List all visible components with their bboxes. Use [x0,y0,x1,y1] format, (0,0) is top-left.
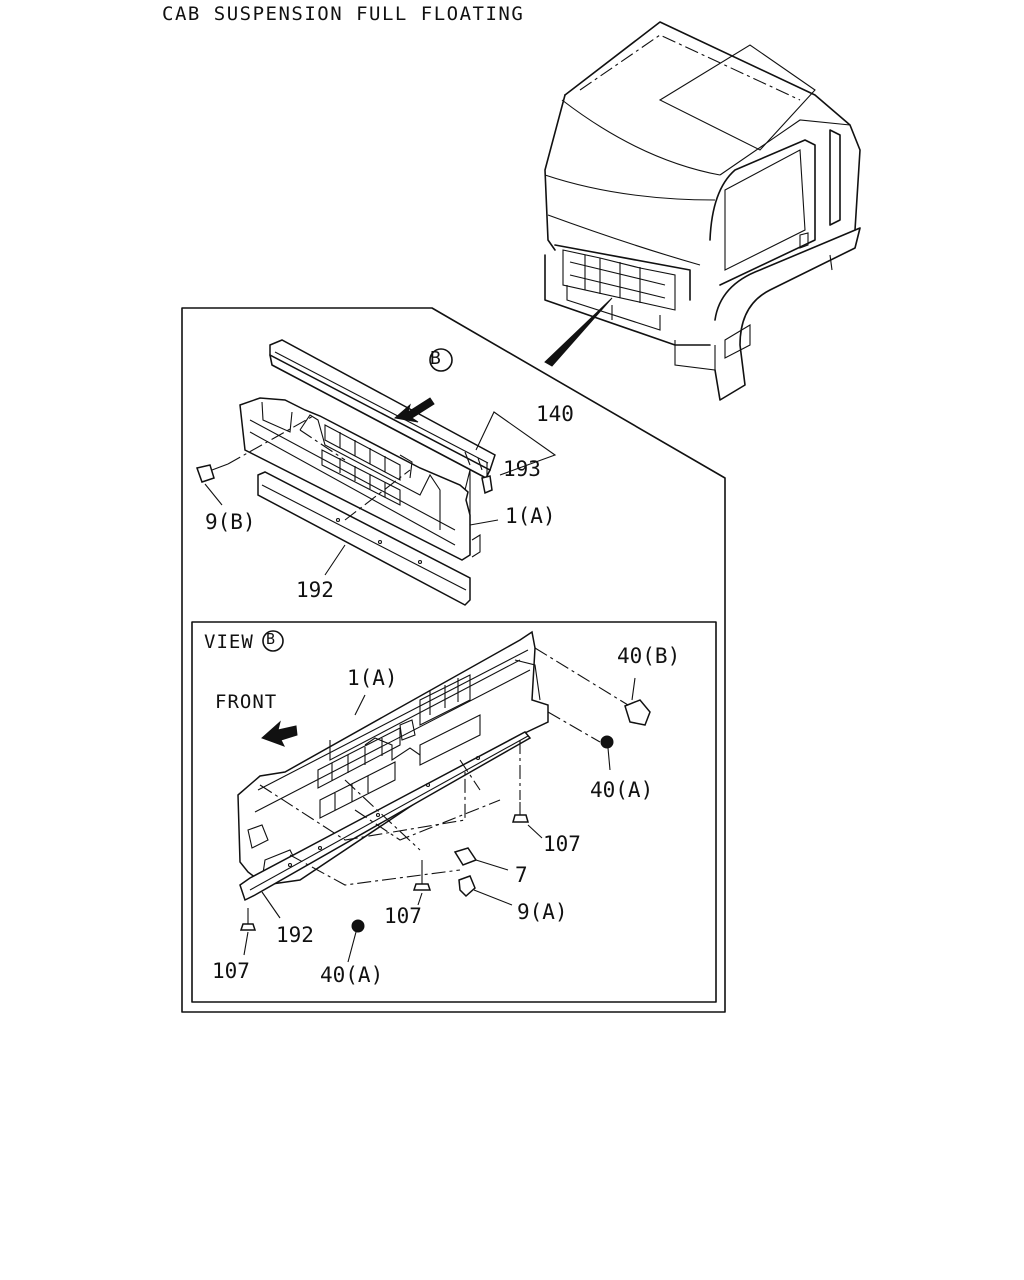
label-view-part-40a-right: 40(A) [590,778,654,802]
part-40a-nut-bottom [351,919,365,933]
label-part-9b: 9(B) [205,510,256,534]
view-label-marker: B [266,630,276,648]
part-107-screw-mid [412,883,432,891]
front-label: FRONT [215,691,278,713]
label-view-part-1a: 1(A) [347,666,398,690]
label-view-part-192: 192 [276,923,314,947]
label-view-part-107-right: 107 [543,832,581,856]
part-107-screw-right [512,814,529,823]
part-40a-nut-right [600,735,614,749]
part-107-screw-left [239,923,257,931]
detail-frame [181,307,726,1013]
label-part-192: 192 [296,578,334,602]
part-9a-screw [458,875,476,898]
upper-grille-assembly [196,339,557,606]
front-arrow-icon [261,720,298,747]
label-view-part-40a-bottom: 40(A) [320,963,384,987]
view-b-assembly [237,630,651,963]
label-part-140: 140 [536,402,574,426]
part-40b-clip [624,699,651,726]
label-view-part-40b: 40(B) [617,644,681,668]
truck-cab-illustration [544,21,861,401]
view-label: VIEW [204,631,254,653]
label-view-part-9a: 9(A) [517,900,568,924]
diagram-title: CAB SUSPENSION FULL FLOATING [162,3,525,25]
label-view-part-107-mid: 107 [384,904,422,928]
view-b-frame [191,621,717,1003]
view-marker-b: B [430,348,441,369]
label-view-part-7: 7 [515,863,528,887]
label-part-193: 193 [503,457,541,481]
label-view-part-107-left: 107 [212,959,250,983]
part-7-clip [453,847,478,866]
label-part-1a: 1(A) [505,504,556,528]
